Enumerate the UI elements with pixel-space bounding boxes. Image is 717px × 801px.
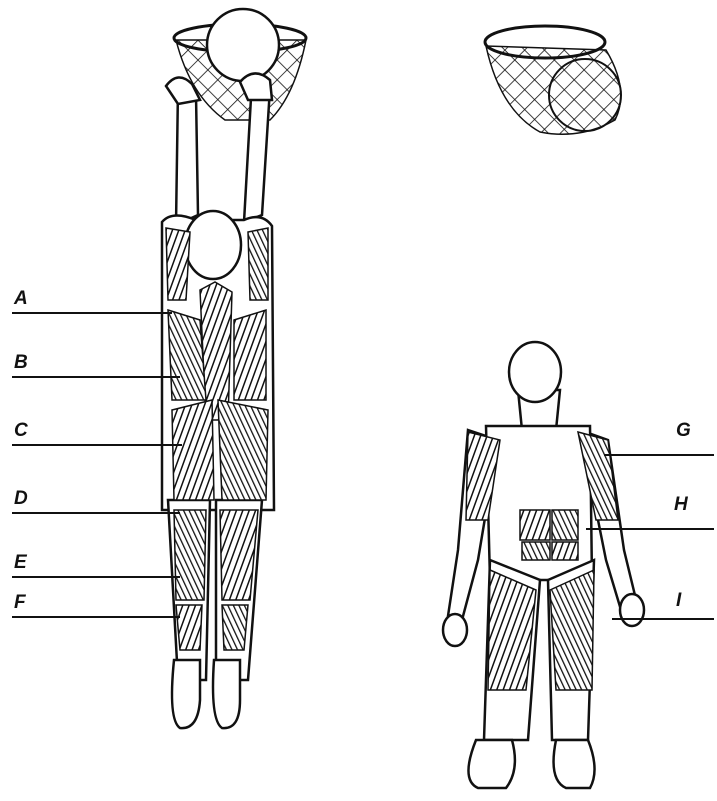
leader-line-d [12, 512, 180, 514]
leader-line-g [604, 454, 714, 456]
leader-line-h [586, 528, 714, 530]
label-i: I [676, 591, 681, 610]
leader-line-i [612, 618, 714, 620]
label-f: F [14, 593, 26, 612]
label-g: G [676, 421, 691, 440]
leader-line-e [12, 576, 180, 578]
label-h: H [674, 495, 688, 514]
basketball [207, 9, 279, 81]
label-a: A [14, 289, 28, 308]
right-basket-net [485, 26, 621, 134]
leader-line-a [12, 312, 172, 314]
standing-player [443, 342, 644, 788]
leader-line-c [12, 444, 182, 446]
label-e: E [14, 553, 27, 572]
label-c: C [14, 421, 28, 440]
leader-line-b [12, 376, 180, 378]
leader-line-f [12, 616, 180, 618]
label-b: B [14, 353, 28, 372]
label-d: D [14, 489, 28, 508]
